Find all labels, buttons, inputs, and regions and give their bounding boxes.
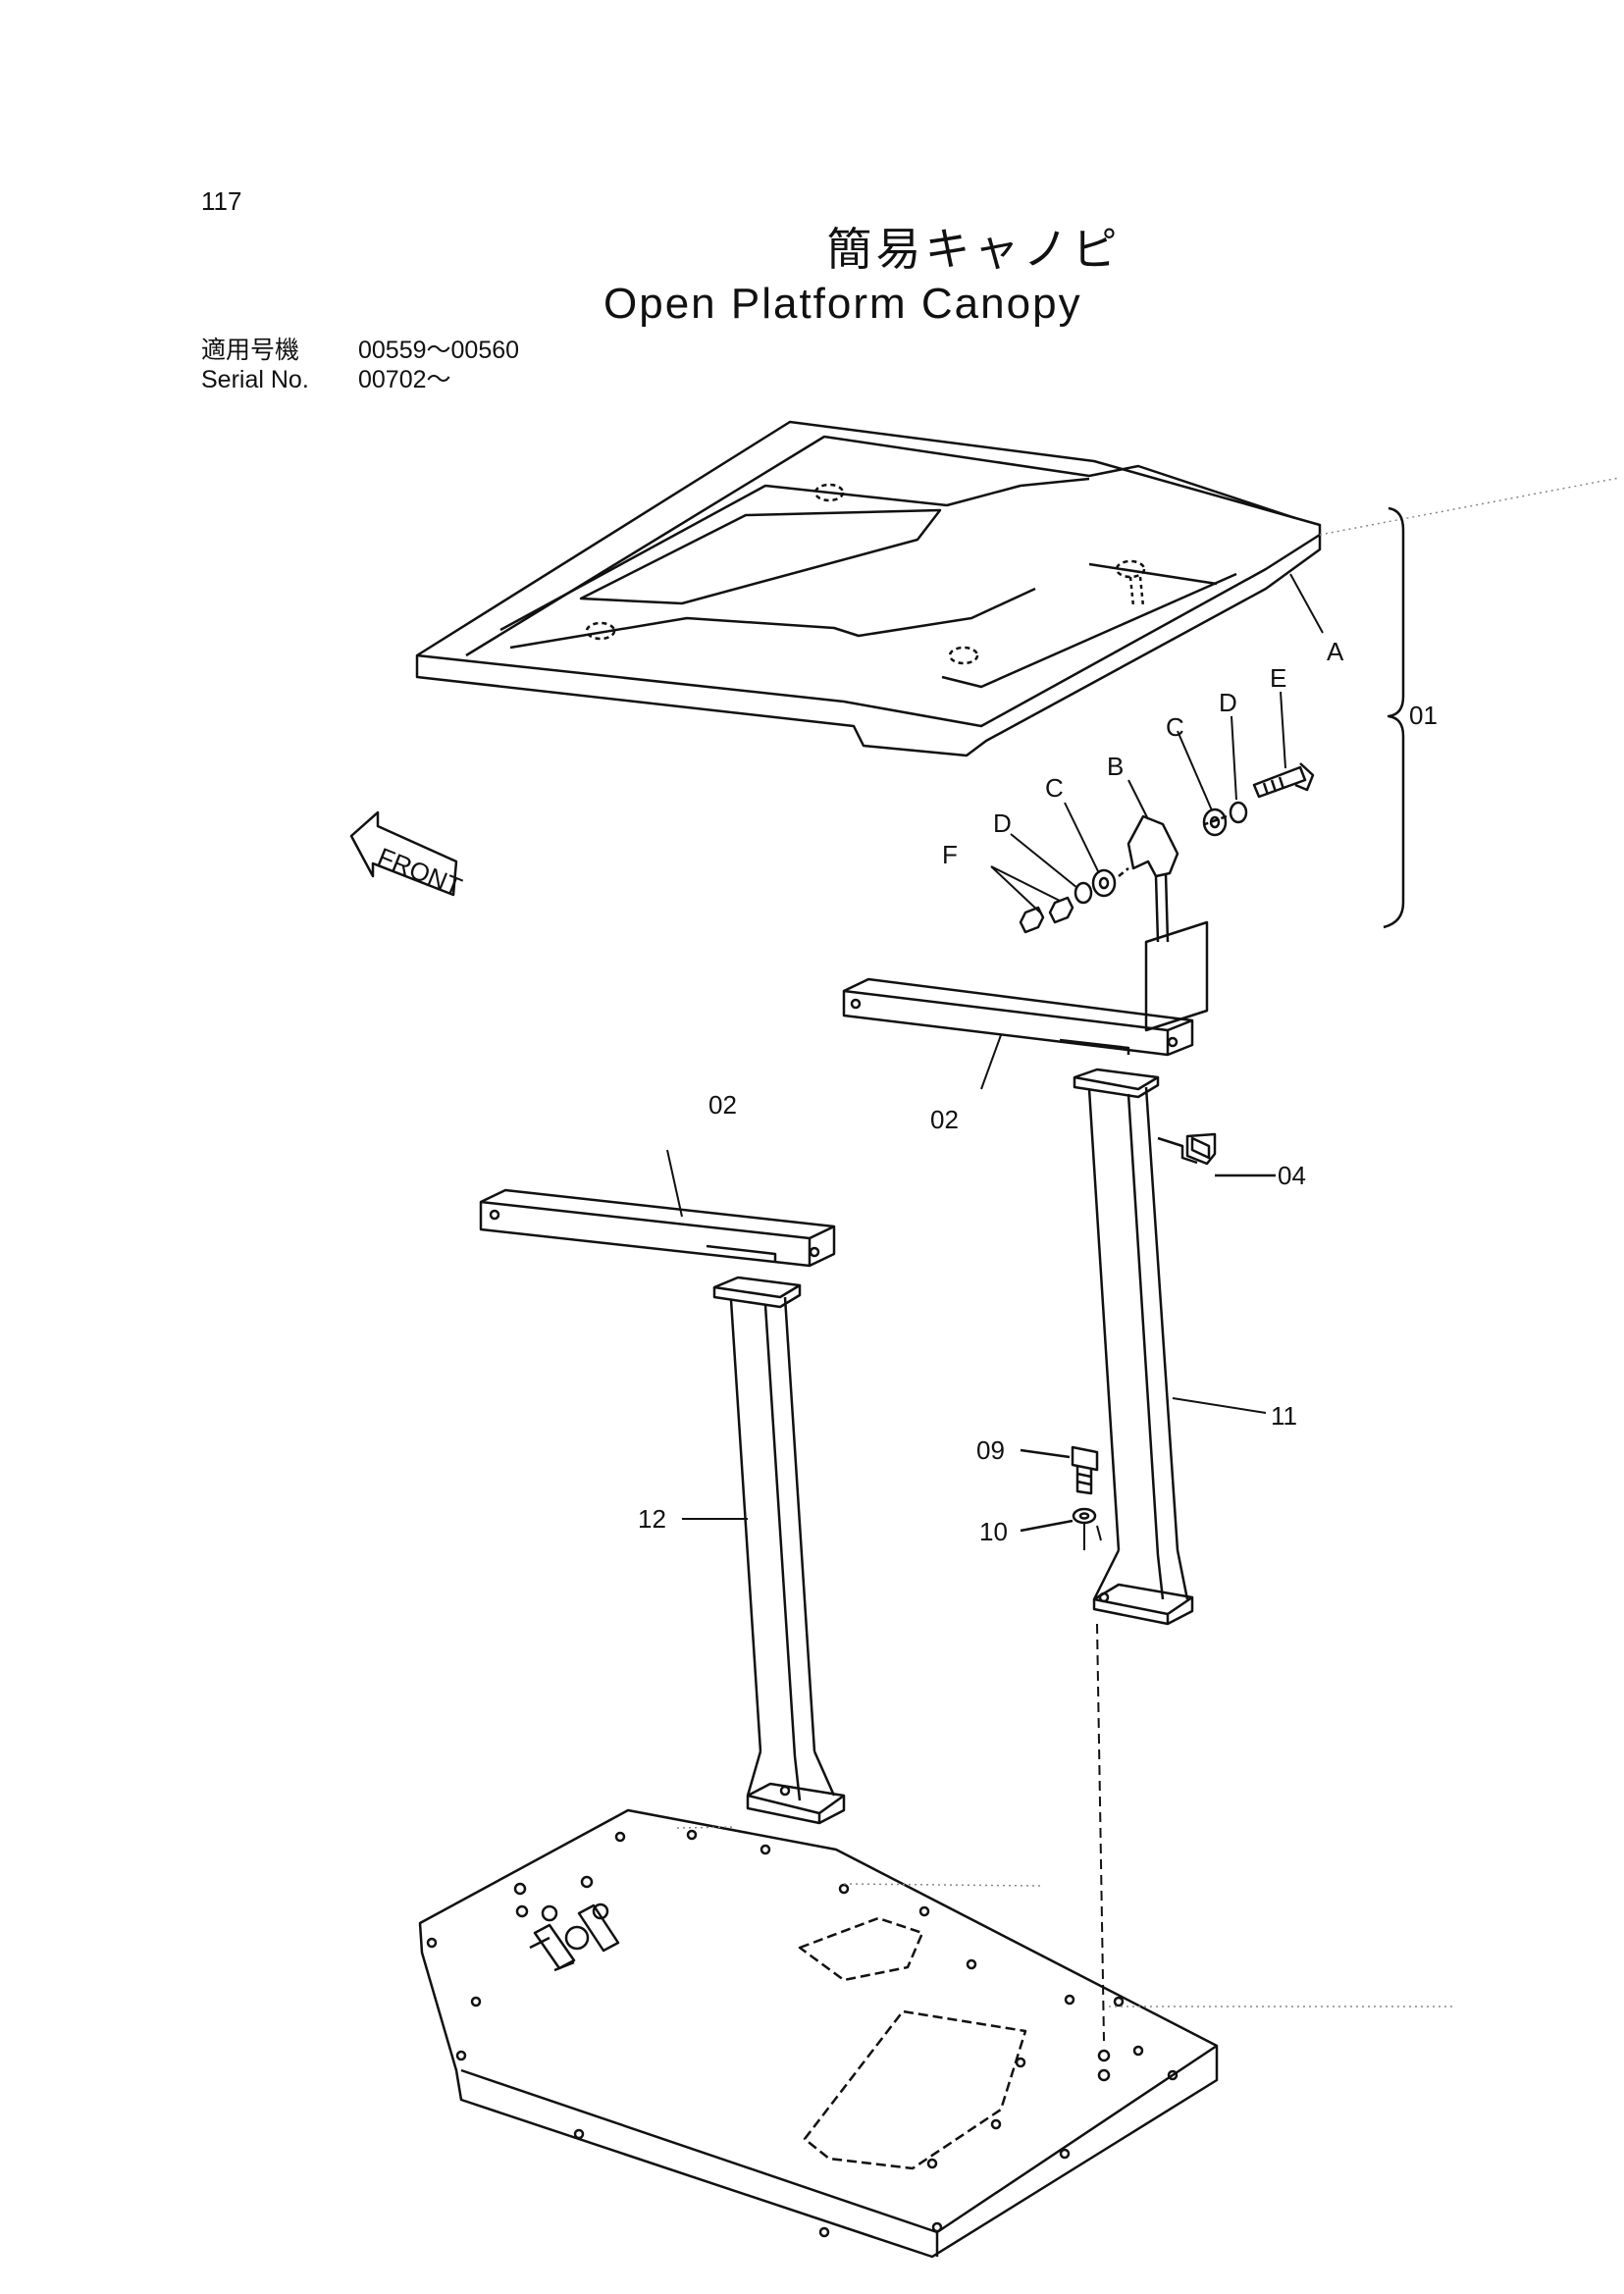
callout-E: E	[1270, 663, 1286, 693]
floor-plate	[418, 1808, 1452, 2259]
washer-D-left	[1074, 881, 1093, 905]
callout-02-right: 02	[930, 1105, 959, 1134]
serial-label-en: Serial No.	[201, 366, 309, 393]
callout-F: F	[942, 840, 958, 869]
washer-C-left	[1091, 868, 1117, 898]
callout-10: 10	[979, 1517, 1008, 1546]
serial-row-2: Serial No. 00702～	[201, 360, 451, 395]
bolt-04	[1185, 1132, 1276, 1177]
serial-label-jp: 適用号機	[201, 337, 300, 364]
bracket-hardware	[1019, 506, 1405, 1032]
serial-value-1: 00559～00560	[358, 337, 520, 364]
washer-D-right	[1229, 801, 1248, 824]
callout-D-right: D	[1219, 688, 1237, 717]
callout-A: A	[1327, 637, 1344, 666]
washer-C-right	[1202, 808, 1228, 837]
callout-11: 11	[1271, 1401, 1297, 1431]
front-arrow-label: FRONT	[374, 842, 466, 902]
bolt-E	[1252, 762, 1315, 799]
callout-C-left: C	[1045, 773, 1064, 803]
pillar-11	[1073, 1068, 1198, 1626]
callout-09: 09	[976, 1435, 1005, 1465]
nut-F-1	[1048, 896, 1074, 924]
callout-02-left: 02	[708, 1090, 737, 1120]
pillar-12	[712, 1276, 846, 1825]
leader-lines	[666, 573, 1324, 1520]
callout-12: 12	[638, 1504, 666, 1534]
callout-C-right: C	[1166, 712, 1184, 742]
callout-D-left: D	[993, 808, 1012, 838]
serial-value-2: 00702～	[358, 366, 451, 393]
page-number: 117	[201, 186, 242, 216]
callout-04: 04	[1278, 1161, 1306, 1190]
bolt-09	[1020, 1445, 1099, 1495]
callout-B: B	[1107, 752, 1124, 781]
title-english: Open Platform Canopy	[603, 280, 1082, 328]
front-arrow: FRONT	[349, 810, 466, 902]
callout-01: 01	[1409, 701, 1438, 730]
callout-labels: 01 A B C C D D E F 02 02 04 09 10 11 12	[638, 637, 1438, 1546]
serial-row-1: 適用号機 00559～00560	[201, 331, 519, 366]
title-japanese: 簡易キャノピ	[826, 223, 1122, 276]
beam-02-right	[842, 977, 1194, 1057]
beam-02-left	[479, 1188, 836, 1268]
nut-F-2	[1019, 906, 1045, 934]
canopy-roof	[415, 420, 1620, 757]
